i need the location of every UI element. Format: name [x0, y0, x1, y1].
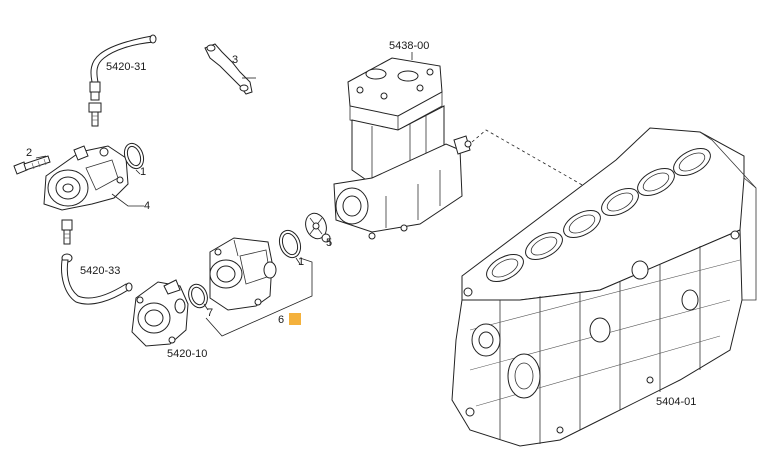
pipe-5420-31[interactable]: [89, 34, 157, 101]
fitting-upper[interactable]: [88, 102, 102, 127]
pump-assembly-4[interactable]: [43, 145, 129, 211]
label-6: 6: [278, 314, 284, 326]
o-ring-7[interactable]: [185, 282, 210, 311]
label-1-mid: 1: [298, 256, 304, 268]
engine-block-5404-01[interactable]: [451, 127, 757, 447]
label-5420-10: 5420-10: [167, 348, 207, 360]
pipe-5420-33[interactable]: [61, 253, 133, 305]
pump-5420-10[interactable]: [131, 279, 189, 347]
label-3: 3: [232, 54, 238, 66]
label-5: 5: [326, 237, 332, 249]
label-5420-33: 5420-33: [80, 265, 120, 277]
assembly-leader-line: [471, 129, 599, 195]
coupling-5[interactable]: [302, 210, 331, 243]
o-ring-1-top[interactable]: [121, 141, 147, 172]
label-1-top: 1: [140, 166, 146, 178]
selected-part-marker[interactable]: [289, 313, 301, 325]
label-5404-01: 5404-01: [656, 396, 696, 408]
hydraulic-pump-6[interactable]: [209, 237, 277, 311]
bolt-2[interactable]: [13, 155, 51, 175]
fitting-lower[interactable]: [61, 219, 73, 245]
o-ring-1-mid[interactable]: [276, 227, 304, 260]
label-5438-00: 5438-00: [389, 40, 429, 52]
label-5420-31: 5420-31: [106, 61, 146, 73]
label-2: 2: [26, 147, 32, 159]
label-7: 7: [207, 307, 213, 319]
bracket-3[interactable]: [204, 43, 253, 95]
label-4: 4: [144, 200, 150, 212]
air-compressor-5438-00[interactable]: [333, 57, 472, 240]
